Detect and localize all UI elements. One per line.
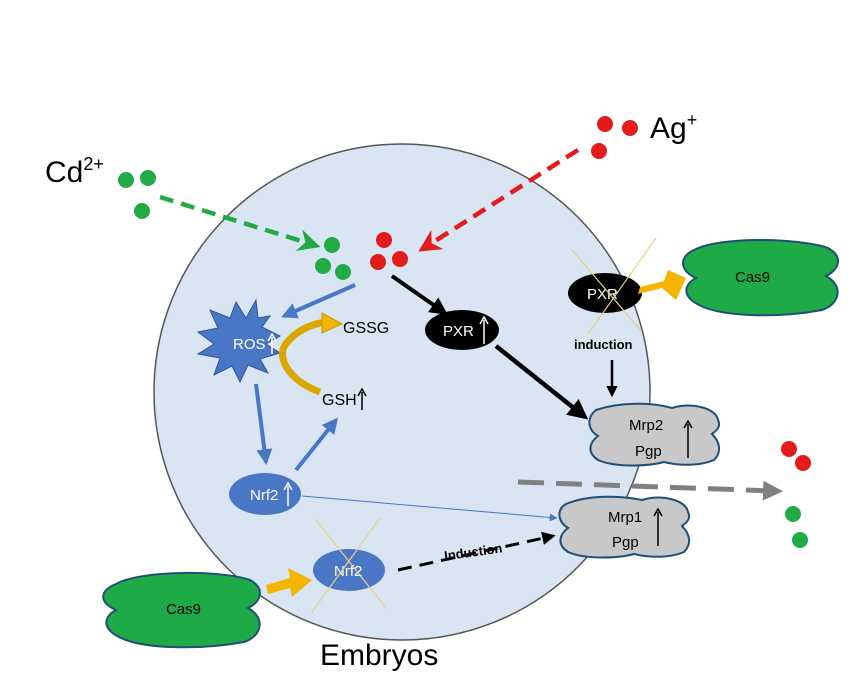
nrf2-up-arrow-head — [283, 481, 293, 491]
ag-ions-inside — [370, 232, 408, 270]
nrf2-ko-label: Nrf2 — [334, 563, 362, 580]
gsh-up-arrow-head — [357, 387, 367, 397]
mrp2-up-arrow-head — [683, 419, 693, 429]
pxr-knockout-cross — [571, 237, 657, 335]
nrf2-to-gsh-arrow — [294, 417, 338, 472]
cas9-top-gold-arrow — [638, 270, 686, 300]
ag-ion-label: Ag+ — [650, 110, 697, 145]
pxr-ko-label: PXR — [587, 286, 618, 303]
ros-label: ROS — [233, 336, 266, 353]
cas9-bottom-label: Cas9 — [166, 601, 201, 618]
gsh-gssg-cycle-arrow — [279, 318, 327, 396]
pxr-up-arrow-head — [479, 315, 489, 325]
pxr-to-mrp2-arrow — [494, 344, 589, 420]
cd-ion-label: Cd2+ — [45, 154, 104, 189]
nrf2-to-mrp1-arrow — [301, 495, 558, 522]
mrp1-label: Mrp1 — [608, 509, 642, 526]
ag-to-pxr-arrow — [390, 274, 448, 316]
pxr-node — [425, 310, 499, 350]
ag-ions-exported — [781, 441, 811, 471]
mrp1-up-arrow-head — [653, 507, 663, 517]
nrf2-knockout-cross — [311, 517, 387, 613]
nrf2-label: Nrf2 — [250, 487, 278, 504]
cas9-bottom-gold-arrow — [266, 568, 312, 597]
cas9-top-shape — [682, 239, 839, 317]
embryos-label: Embryos — [320, 639, 438, 672]
efflux-arrow — [517, 479, 783, 501]
cd-ions-exported — [785, 506, 808, 548]
pxr-label: PXR — [443, 323, 474, 340]
nrf2-ko-node — [313, 549, 385, 591]
cd-ions-inside — [315, 237, 351, 280]
gsh-gssg-arrowhead — [321, 312, 344, 334]
ros-starburst — [196, 298, 282, 384]
ag-entry-arrow — [418, 148, 580, 252]
cd-ions-outside — [118, 170, 156, 219]
cd-entry-arrow — [159, 194, 321, 252]
cas9-top-label: Cas9 — [735, 269, 770, 286]
gsh-label: GSH — [322, 392, 357, 409]
cas9-bottom-shape — [102, 571, 261, 649]
mrp2-pgp-label: Pgp — [635, 443, 662, 460]
nrf2-node — [229, 473, 301, 515]
mrp2-pgp-transporter — [588, 402, 721, 467]
nrf2-ko-to-mrp1-arrow — [397, 531, 556, 572]
ag-ions-outside — [591, 116, 638, 159]
ions-to-ros-arrow — [281, 283, 356, 319]
ros-up-arrow-head — [267, 332, 277, 342]
mrp1-pgp-label: Pgp — [612, 534, 639, 551]
ros-to-nrf2-arrow — [254, 383, 273, 466]
gssg-label: GSSG — [343, 320, 389, 337]
mrp2-label: Mrp2 — [629, 417, 663, 434]
induction-top-label: induction — [574, 337, 633, 352]
embryo-cell — [153, 143, 651, 641]
